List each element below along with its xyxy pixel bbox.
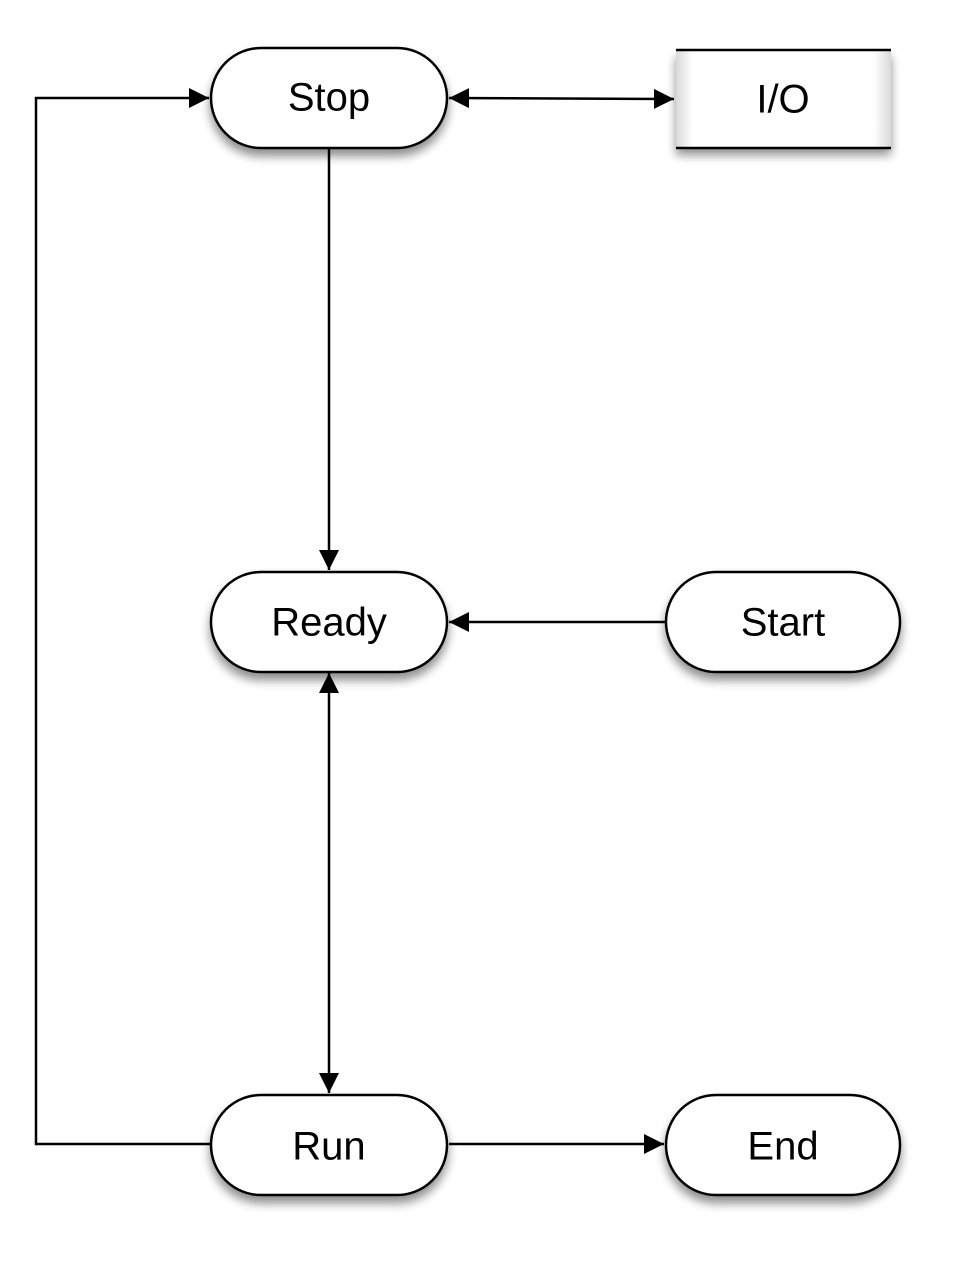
node-stop-label: Stop xyxy=(288,76,370,120)
node-io-label: I/O xyxy=(756,78,809,122)
node-start-label: Start xyxy=(741,601,825,645)
edges xyxy=(34,88,675,1154)
edge-stop-io xyxy=(448,88,675,109)
node-stop[interactable]: Stop xyxy=(209,46,449,150)
node-start[interactable]: Start xyxy=(664,570,902,674)
node-run-label: Run xyxy=(292,1125,365,1169)
node-run[interactable]: Run xyxy=(209,1093,449,1197)
node-end-label: End xyxy=(747,1125,818,1169)
node-io[interactable]: I/O xyxy=(676,48,891,150)
node-ready-label: Ready xyxy=(271,601,387,645)
io-box xyxy=(676,50,891,148)
edge-run-stop xyxy=(34,88,211,1146)
node-ready[interactable]: Ready xyxy=(209,570,449,674)
node-end[interactable]: End xyxy=(664,1093,902,1197)
